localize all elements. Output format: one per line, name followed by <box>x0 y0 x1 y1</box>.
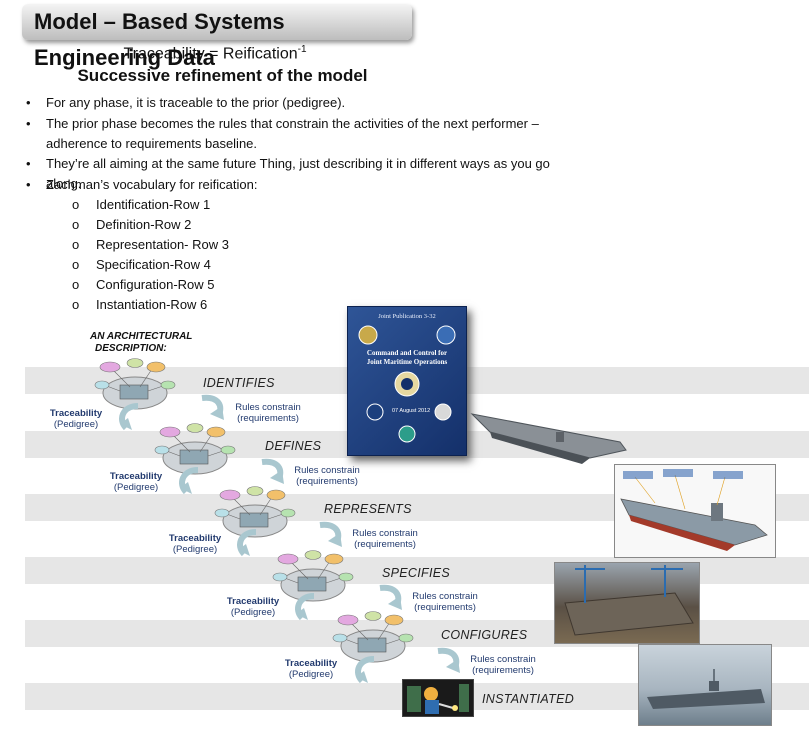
traceability-label: Traceability(Pedigree) <box>49 408 103 430</box>
shipyard-construction-photo <box>554 562 700 644</box>
rules-constrain-label: Rules constrain(requirements) <box>294 465 360 487</box>
carrier-at-sea-graphic <box>647 669 765 709</box>
traceability-arrow-icon <box>292 592 322 622</box>
seal-icon <box>434 403 452 421</box>
welder-icon <box>402 679 474 717</box>
shipyard-graphic <box>564 565 694 636</box>
traceability-label: Traceability(Pedigree) <box>226 596 280 618</box>
traceability-arrow-icon <box>176 466 206 496</box>
carrier-cutaway-image <box>614 464 776 558</box>
traceability-arrow-icon <box>234 528 264 558</box>
carrier-at-sea-photo <box>638 644 772 726</box>
seal-icon <box>436 325 456 345</box>
seal-icon <box>358 325 378 345</box>
rules-arrow-icon <box>434 645 464 675</box>
joint-publication-cover: Joint Publication 3-32 Command and Contr… <box>347 306 467 456</box>
slide-title: Model – Based Systems Engineering Data <box>22 4 412 70</box>
rules-constrain-label: Rules constrain(requirements) <box>235 402 301 424</box>
subtitle: Traceability = Reification-1 <box>0 44 430 63</box>
stage-label-specifies: SPECIFIES <box>382 566 450 580</box>
traceability-label: Traceability(Pedigree) <box>284 658 338 680</box>
subtitle-superscript: -1 <box>297 44 307 55</box>
section-heading: Successive refinement of the model <box>77 66 368 85</box>
traceability-arrow-icon <box>352 655 382 685</box>
subtitle-text: Traceability = Reification <box>123 45 298 63</box>
bullet-item: •For any phase, it is traceable to the p… <box>26 95 346 110</box>
stage-label-defines: DEFINES <box>265 439 322 453</box>
stage-label-identifies: IDENTIFIES <box>203 376 275 390</box>
seal-icon <box>394 371 420 397</box>
carrier-render-image <box>470 413 627 464</box>
bullet-item: •They’re all aiming at the same future T… <box>26 156 550 191</box>
rules-arrow-icon <box>258 456 288 486</box>
traceability-label: Traceability(Pedigree) <box>109 471 163 493</box>
seal-icon <box>366 403 384 421</box>
book-date: 07 August 2012 <box>392 408 431 414</box>
rules-arrow-icon <box>316 519 346 549</box>
stage-label-instantiated: INSTANTIATED <box>482 692 575 706</box>
rules-constrain-label: Rules constrain(requirements) <box>470 654 536 676</box>
bullet-item: •Zachman’s vocabulary for reification: <box>26 177 258 192</box>
traceability-arrow-icon <box>116 402 146 432</box>
rules-constrain-label: Rules constrain(requirements) <box>352 528 418 550</box>
rules-arrow-icon <box>376 582 406 612</box>
architectural-description-label: AN ARCHITECTURAL DESCRIPTION: <box>90 331 193 354</box>
rules-constrain-label: Rules constrain(requirements) <box>412 591 478 613</box>
rules-arrow-icon <box>198 392 228 422</box>
book-line-1: Joint Publication 3-32 <box>378 313 436 320</box>
seal-icon <box>398 425 416 443</box>
stage-label-configures: CONFIGURES <box>441 628 528 642</box>
traceability-label: Traceability(Pedigree) <box>168 533 222 555</box>
stage-label-represents: REPRESENTS <box>324 502 412 516</box>
carrier-cutaway-graphic <box>620 469 768 551</box>
bullet-item: •The prior phase becomes the rules that … <box>26 116 539 131</box>
book-title: Command and Control for Joint Maritime O… <box>366 349 448 366</box>
